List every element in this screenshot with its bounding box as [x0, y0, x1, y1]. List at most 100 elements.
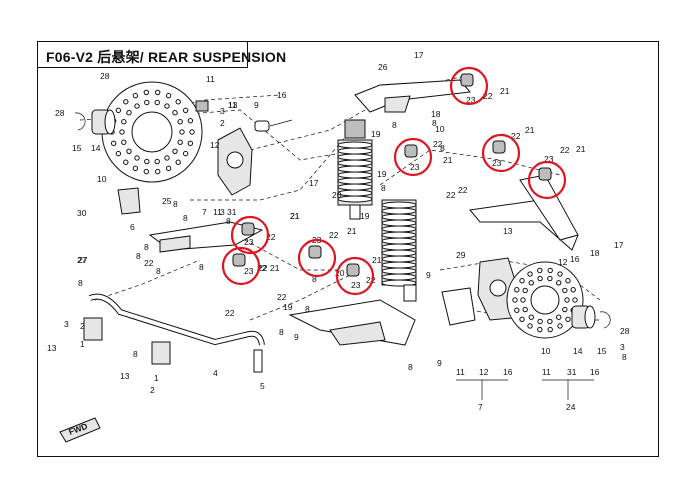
disc-hole: [164, 103, 170, 109]
highlight-ring-bushing: [230, 215, 270, 255]
callout-19: 19: [377, 169, 387, 179]
spring-coil: [381, 237, 417, 245]
disc-hole: [557, 271, 563, 277]
disc-hole: [556, 280, 562, 286]
callout-18: 18: [590, 248, 600, 258]
callout-8: 8: [381, 183, 386, 193]
callout-21: 21: [347, 226, 357, 236]
disc-hole: [187, 118, 194, 124]
callout-8: 8: [136, 251, 141, 261]
disc-hole: [132, 92, 139, 99]
callout-8: 8: [183, 213, 188, 223]
spring-coil: [381, 267, 417, 275]
spring-coil: [337, 165, 373, 173]
callout-21: 21: [270, 263, 280, 273]
disc-hole: [132, 165, 139, 172]
spring-coil: [337, 141, 373, 149]
spring-coil: [381, 255, 417, 263]
disc-hole: [547, 318, 553, 325]
spring-coil: [337, 183, 373, 191]
bushing-part: [232, 253, 246, 267]
callout-31: 31: [567, 367, 577, 377]
callout-21: 21: [290, 211, 300, 221]
callout-8: 8: [279, 327, 284, 337]
callout-4: 4: [213, 368, 218, 378]
callout-2: 2: [80, 321, 85, 331]
bushing-part: [308, 245, 322, 259]
disc-hole: [547, 275, 553, 282]
callout-22: 22: [446, 190, 456, 200]
callout-27: 27: [78, 255, 88, 265]
disc-hole: [154, 99, 160, 106]
disc-hole: [187, 140, 194, 146]
disc-hole: [134, 155, 140, 161]
highlight-rings: [221, 66, 567, 296]
disc-hole: [547, 267, 553, 274]
disc-hole: [123, 159, 129, 165]
disc-hole: [154, 168, 161, 175]
callout-20: 20: [335, 268, 345, 278]
bushing-part: [492, 140, 506, 154]
shock-left: [337, 119, 373, 220]
callout-8: 8: [305, 304, 310, 314]
disc-hole: [520, 297, 526, 303]
spring-coil: [381, 207, 417, 215]
callout-21: 21: [525, 125, 535, 135]
callout-22: 22: [366, 275, 376, 285]
callout-22: 22: [258, 263, 268, 273]
callout-22: 22: [511, 131, 521, 141]
disc-hole: [570, 287, 576, 293]
disc-hole: [123, 99, 129, 105]
callout-8: 8: [173, 199, 178, 209]
spring-coil: [381, 231, 417, 239]
spring-coil: [381, 261, 417, 269]
callout-22: 22: [257, 263, 267, 273]
disc-hole: [537, 267, 543, 274]
highlight-ring-bushing: [297, 238, 337, 278]
callout-19: 19: [283, 302, 293, 312]
disc-hole: [514, 307, 520, 313]
disc-hole: [165, 165, 172, 172]
group-bracket-7: [456, 379, 508, 400]
callout-26: 26: [378, 62, 388, 72]
callout-11: 11: [542, 367, 551, 377]
disc-hole: [527, 323, 533, 329]
callout-8: 8: [199, 262, 204, 272]
highlight-ring-bushing: [481, 133, 521, 173]
disc-hole: [522, 287, 528, 294]
callout-10: 10: [97, 174, 107, 184]
callout-11: 11: [228, 100, 237, 110]
brake-disc-left: [101, 81, 203, 183]
spring-coil: [381, 201, 417, 209]
callout-22: 22: [458, 185, 468, 195]
callout-21: 21: [372, 255, 382, 265]
callout-8: 8: [133, 349, 138, 359]
callout-23: 23: [244, 266, 254, 276]
disc-hole: [177, 119, 183, 125]
callout-21: 21: [500, 86, 510, 96]
disc-hole: [115, 107, 122, 114]
callout-3: 3: [220, 207, 225, 217]
callout-11: 11: [206, 74, 215, 84]
disc-hole: [537, 275, 543, 282]
upper-link-26: [354, 79, 471, 113]
callout-23: 23: [351, 280, 361, 290]
callout-16: 16: [277, 90, 287, 100]
bushing-part: [241, 222, 255, 236]
disc-hole: [110, 140, 117, 146]
disc-hole: [164, 155, 170, 161]
diagram-title: F06-V2 后悬架/ REAR SUSPENSION: [46, 49, 287, 65]
callout-10: 10: [541, 346, 551, 356]
wheel-bearing-right: [571, 305, 611, 329]
disc-hole: [177, 139, 183, 145]
callout-22: 22: [144, 258, 154, 268]
group-bracket-24: [542, 379, 594, 400]
callout-8: 8: [432, 118, 437, 128]
callout-21: 21: [576, 144, 586, 154]
callout-8: 8: [226, 216, 231, 226]
callout-22: 22: [329, 230, 339, 240]
callout-3: 3: [620, 342, 625, 352]
callout-25: 25: [162, 196, 172, 206]
disc-hole: [564, 297, 570, 303]
